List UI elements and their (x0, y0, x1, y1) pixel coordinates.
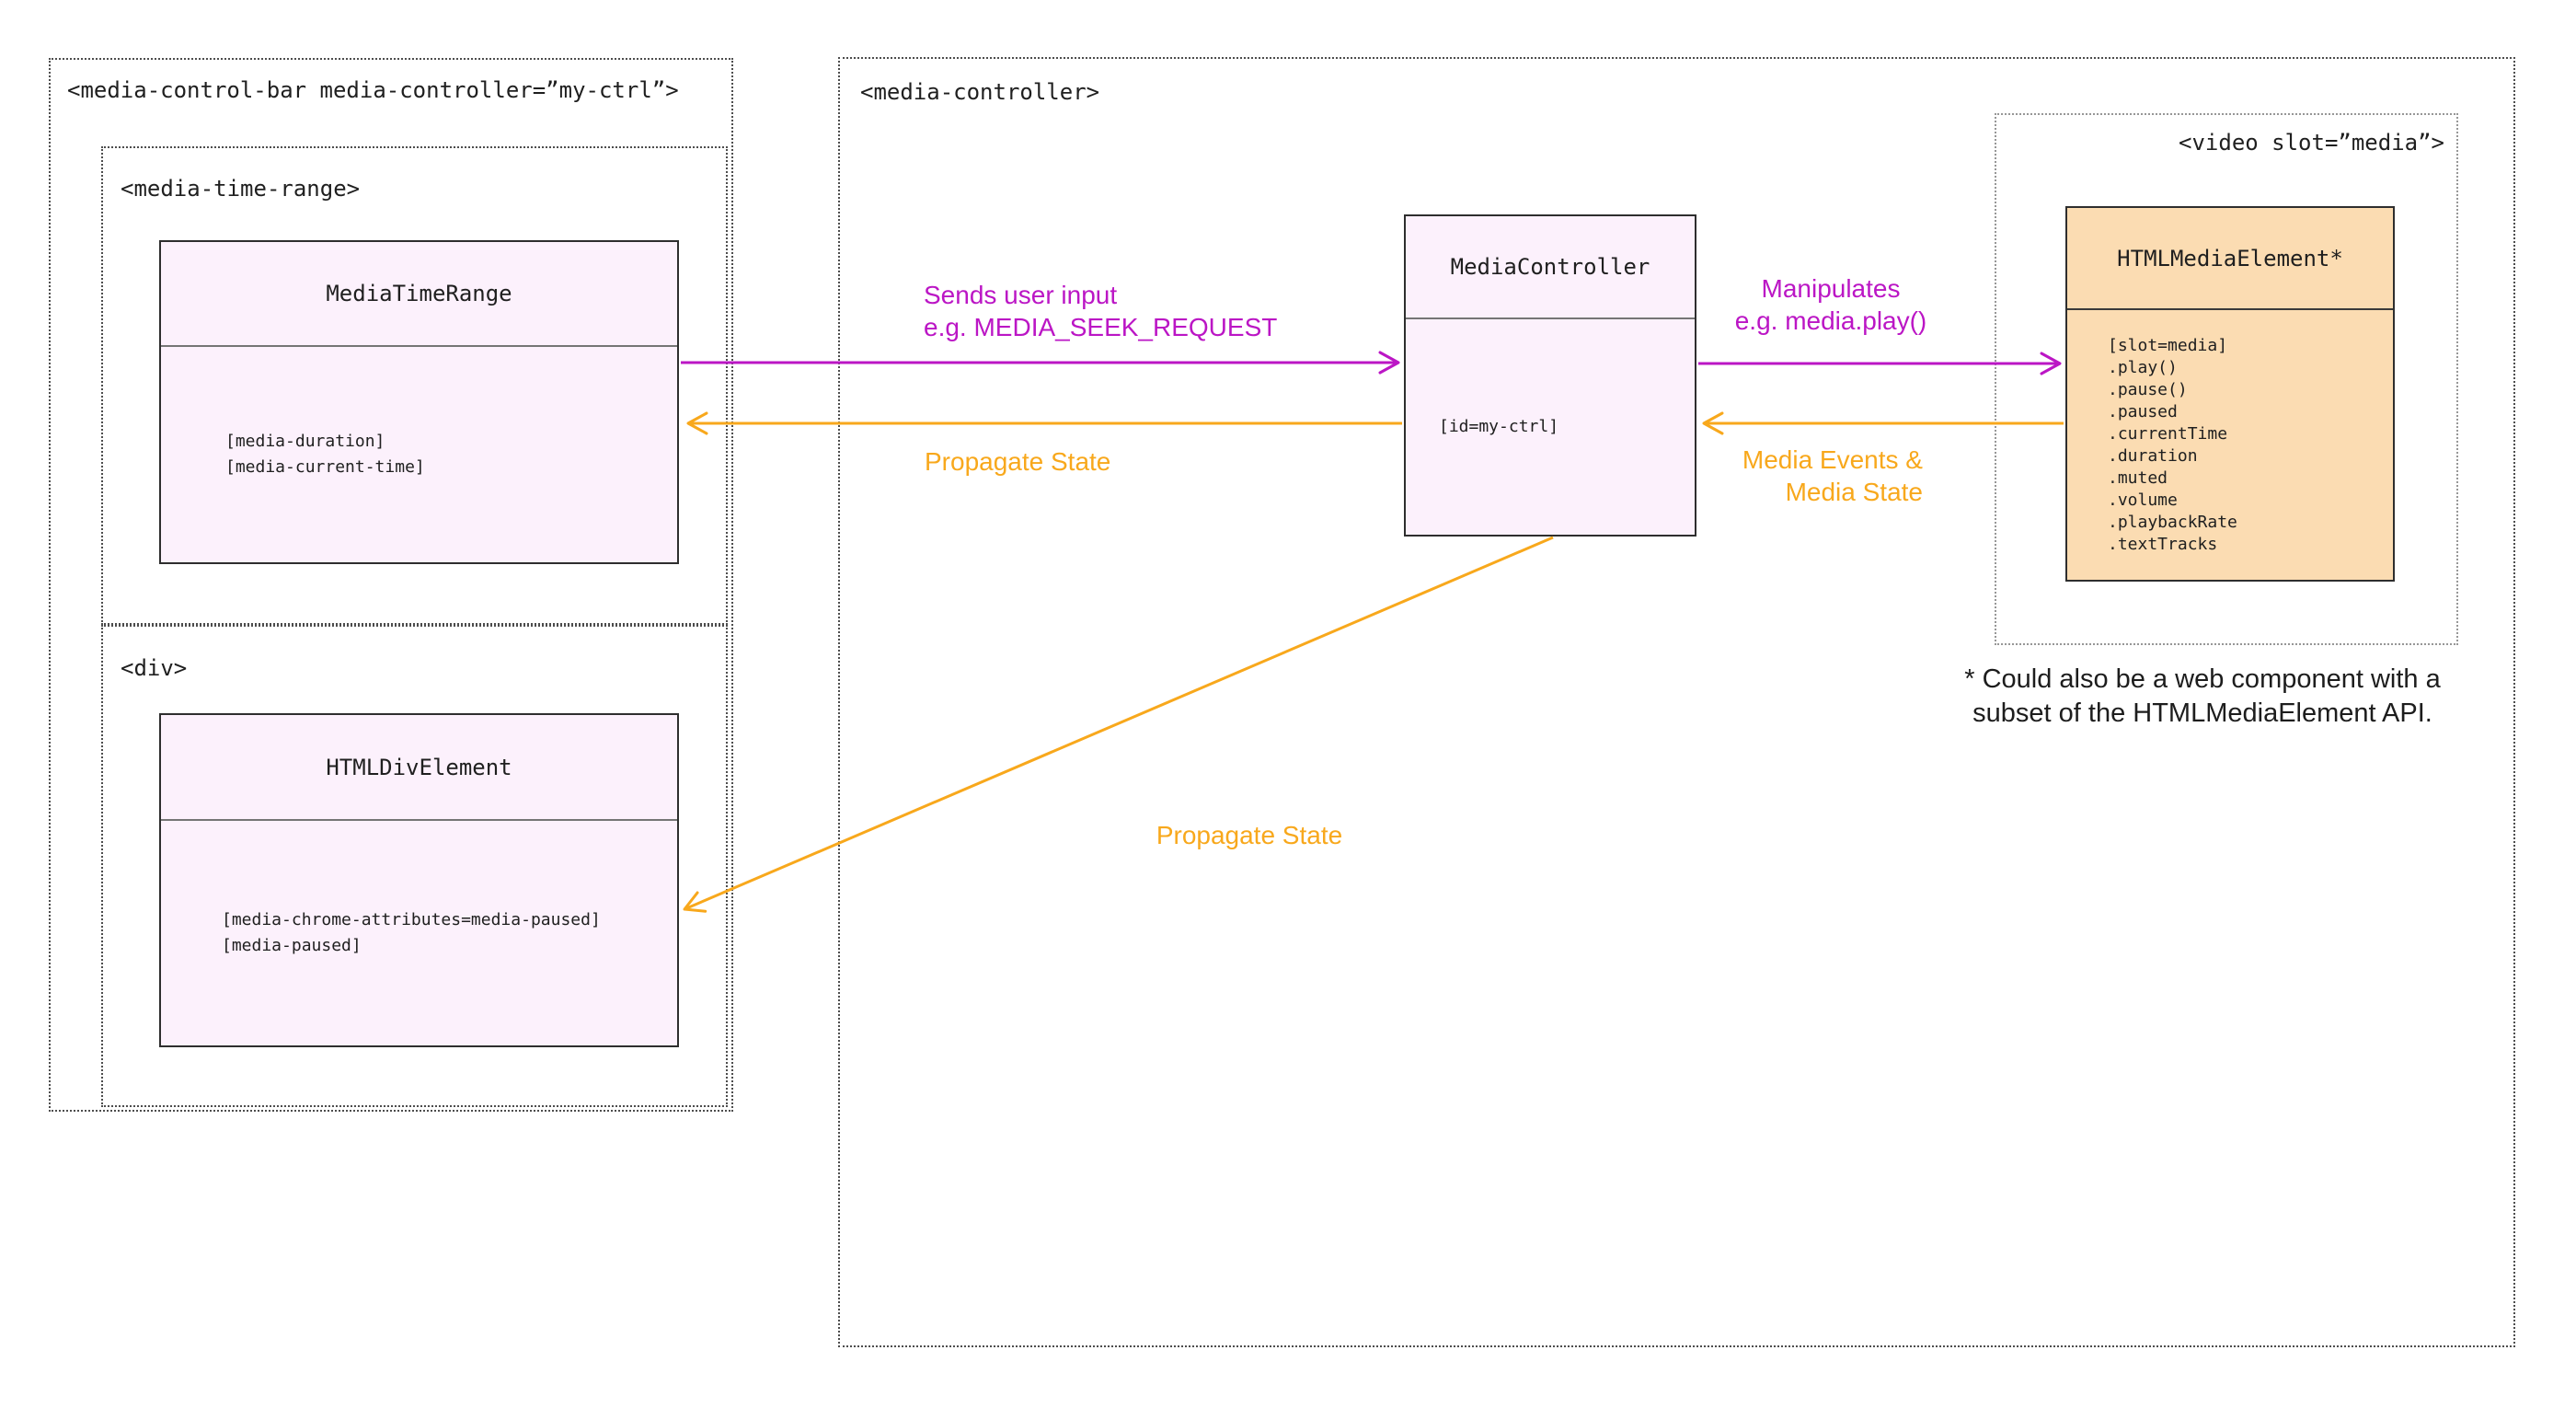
footnote-line: subset of the HTMLMediaElement API. (1972, 698, 2432, 728)
label-line: Manipulates (1761, 274, 1901, 303)
propagate-state-diagonal-label: Propagate State (1156, 821, 1343, 849)
sends-user-input-label: Sends user input e.g. MEDIA_SEEK_REQUEST (924, 279, 1277, 343)
attribute-line: .muted (2108, 467, 2168, 488)
attribute-line: .paused (2108, 401, 2178, 421)
footnote: * Could also be a web component with a s… (1950, 663, 2455, 731)
label-line: e.g. media.play() (1734, 306, 1927, 335)
video-slot-container (1995, 113, 2458, 645)
class-attributes: [media-chrome-attributes=media-paused] [m… (161, 907, 601, 959)
html-div-element-class-box: HTMLDivElement [media-chrome-attributes=… (159, 713, 679, 1047)
attribute-line: .currentTime (2108, 423, 2228, 444)
media-events-label: Media Events & Media State (1647, 444, 1923, 508)
label-line: Media State (1785, 478, 1923, 506)
media-time-range-class-box: MediaTimeRange [media-duration] [media-cu… (159, 240, 679, 564)
attribute-line: [media-current-time] (225, 457, 425, 477)
media-controller-tag-label: <media-controller> (860, 79, 1100, 105)
attribute-line: .duration (2108, 445, 2198, 466)
class-title: HTMLDivElement (161, 715, 677, 821)
attribute-line: [media-chrome-attributes=media-paused] (222, 910, 601, 929)
attribute-line: .play() (2108, 357, 2178, 377)
attribute-line: .textTracks (2108, 534, 2218, 554)
label-line: Media Events & (1742, 445, 1923, 474)
class-title: HTMLMediaElement* (2067, 208, 2393, 310)
attribute-line: .playbackRate (2108, 512, 2237, 532)
attribute-line: .pause() (2108, 379, 2188, 399)
manipulates-label: Manipulates e.g. media.play() (1693, 272, 1969, 337)
propagate-state-left-label: Propagate State (925, 447, 1111, 476)
class-title: MediaTimeRange (161, 242, 677, 347)
attribute-line: .volume (2108, 490, 2178, 510)
label-line: Sends user input (924, 281, 1118, 309)
label-line: e.g. MEDIA_SEEK_REQUEST (924, 313, 1278, 341)
class-attributes: [id=my-ctrl] (1406, 414, 1558, 440)
media-controller-class-box: MediaController [id=my-ctrl] (1404, 214, 1696, 537)
class-attributes: [media-duration] [media-current-time] (161, 429, 425, 480)
div-tag-label: <div> (121, 655, 188, 681)
attribute-line: [id=my-ctrl] (1439, 417, 1559, 436)
media-time-range-container (101, 146, 728, 625)
media-time-range-tag-label: <media-time-range> (121, 176, 361, 202)
attribute-line: [media-duration] (225, 432, 385, 451)
attribute-line: [slot=media] (2108, 335, 2228, 355)
class-attributes: [slot=media].play().pause().paused.curre… (2067, 335, 2237, 556)
footnote-line: * Could also be a web component with a (1964, 664, 2441, 694)
media-control-bar-tag-label: <media-control-bar media-controller=”my-… (67, 77, 679, 103)
video-slot-tag-label: <video slot=”media”> (2179, 130, 2444, 156)
class-title: MediaController (1406, 216, 1695, 319)
attribute-line: [media-paused] (222, 936, 362, 955)
html-media-element-class-box: HTMLMediaElement* [slot=media].play().pa… (2065, 206, 2395, 582)
